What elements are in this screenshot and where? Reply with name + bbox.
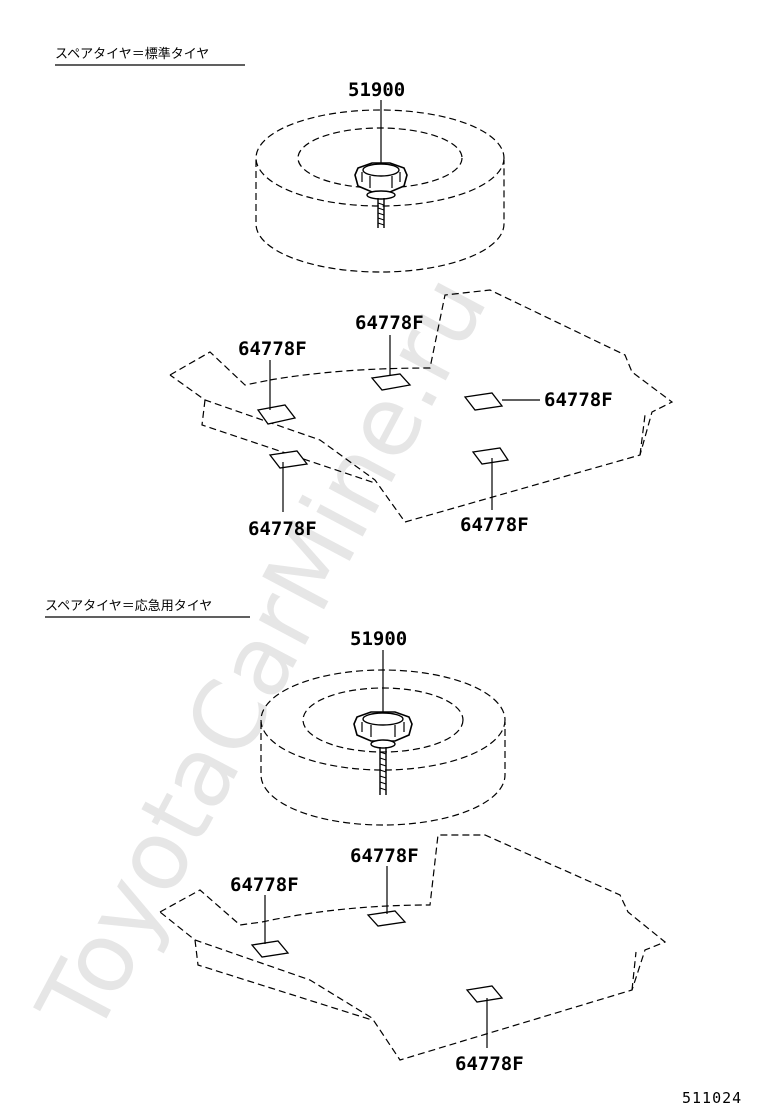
tire-part-number: 51900: [350, 628, 407, 650]
pad-part-number: 64778F: [238, 338, 307, 360]
hold-down-bolt-icon: [353, 711, 413, 795]
section-caption: スペアタイヤ＝標準タイヤ: [55, 46, 209, 62]
pad-part-number: 64778F: [455, 1053, 524, 1075]
cushion-pad: [463, 392, 504, 411]
cushion-pad: [465, 985, 504, 1003]
cushion-pad: [268, 450, 309, 469]
diagram-code: 511024: [682, 1089, 742, 1107]
cushion-pad: [370, 373, 412, 391]
cushion-pad: [471, 447, 510, 465]
section-caption: スペアタイヤ＝応急用タイヤ: [45, 599, 212, 614]
pad-part-number: 64778F: [355, 312, 424, 334]
luggage-floor-panel: [169, 289, 674, 523]
cushion-pad: [256, 404, 297, 425]
pad-part-number: 64778F: [350, 845, 419, 867]
pad-part-number: 64778F: [544, 389, 613, 411]
hold-down-bolt-icon: [354, 162, 408, 228]
luggage-floor-panel: [159, 834, 667, 1061]
pad-part-number: 64778F: [460, 514, 529, 536]
watermark: ToyotaCarMine.ru: [16, 258, 509, 1052]
tire-part-number: 51900: [348, 79, 405, 101]
section-standard-tire: スペアタイヤ＝標準タイヤ 51900: [55, 46, 674, 540]
pad-part-number: 64778F: [248, 518, 317, 540]
section-temporary-tire: スペアタイヤ＝応急用タイヤ 51900: [45, 599, 667, 1075]
cushion-pad: [366, 910, 407, 927]
pad-part-number: 64778F: [230, 874, 299, 896]
cushion-pad: [250, 940, 290, 958]
